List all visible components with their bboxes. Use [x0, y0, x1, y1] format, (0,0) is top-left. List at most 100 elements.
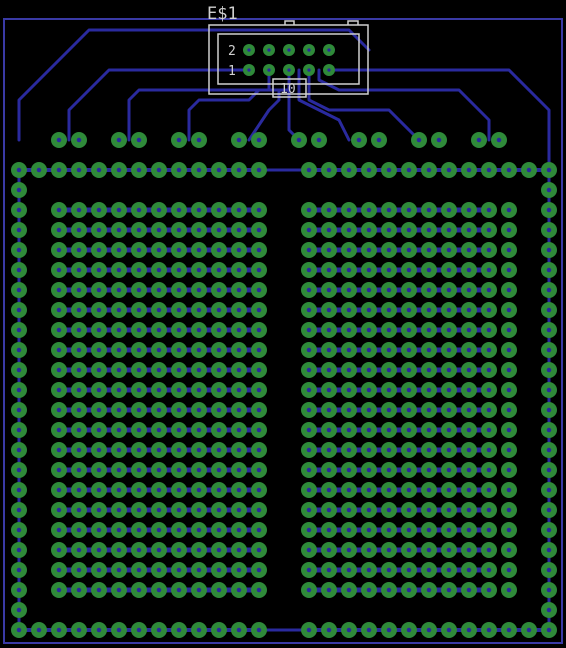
- right-grid-pad: [401, 282, 417, 298]
- left-grid-pad: [151, 582, 167, 598]
- left-grid-pad: [131, 482, 147, 498]
- header-pin-top: [323, 44, 335, 56]
- left-grid-pad: [231, 462, 247, 478]
- left-grid-pad: [111, 542, 127, 558]
- left-grid-pad: [91, 422, 107, 438]
- left-grid-pad: [211, 302, 227, 318]
- pin10-marker-box: [272, 78, 307, 98]
- left-grid-pad: [91, 442, 107, 458]
- left-grid-pad: [131, 562, 147, 578]
- right-grid-pad: [481, 222, 497, 238]
- left-grid-pad: [171, 222, 187, 238]
- right-grid-pad: [461, 322, 477, 338]
- fanout-trace-5: [247, 88, 281, 142]
- left-grid-pad: [251, 362, 267, 378]
- right-grid-pad: [301, 422, 317, 438]
- left-grid-pad: [171, 282, 187, 298]
- bottom-rail-pad: [541, 622, 557, 638]
- right-grid-pad: [441, 542, 457, 558]
- right-grid-pad: [341, 202, 357, 218]
- left-grid-pad: [191, 402, 207, 418]
- right-grid-pad: [441, 502, 457, 518]
- right-grid-pad: [441, 482, 457, 498]
- breakout-pad: [71, 132, 87, 148]
- left-grid-pad: [131, 342, 147, 358]
- right-grid-pad: [361, 482, 377, 498]
- left-rail-pad: [11, 182, 27, 198]
- left-grid-pad: [251, 202, 267, 218]
- left-grid-pad: [131, 322, 147, 338]
- right-grid-pad: [461, 542, 477, 558]
- right-grid-pad: [341, 242, 357, 258]
- top-rail-pad: [461, 162, 477, 178]
- right-grid-pad: [461, 402, 477, 418]
- right-grid-pad: [381, 502, 397, 518]
- bottom-rail-pad: [111, 622, 127, 638]
- right-grid-pad: [381, 222, 397, 238]
- left-grid-pad: [211, 262, 227, 278]
- bottom-rail-pad: [231, 622, 247, 638]
- left-grid-pad: [131, 502, 147, 518]
- left-grid-pad: [251, 342, 267, 358]
- right-grid-pad: [301, 302, 317, 318]
- left-grid-pad: [51, 442, 67, 458]
- left-grid-pad: [51, 382, 67, 398]
- left-grid-pad: [211, 342, 227, 358]
- left-grid-pad: [251, 582, 267, 598]
- right-grid-pad: [381, 462, 397, 478]
- left-grid-pad: [151, 522, 167, 538]
- left-grid-pad: [131, 462, 147, 478]
- right-grid-pad: [301, 562, 317, 578]
- left-grid-pad: [171, 382, 187, 398]
- right-grid-pad: [441, 342, 457, 358]
- left-grid-pad: [111, 282, 127, 298]
- right-grid-pad: [421, 522, 437, 538]
- right-grid-pad: [481, 462, 497, 478]
- right-grid-pad: [321, 222, 337, 238]
- left-grid-pad: [171, 242, 187, 258]
- right-rail-pad: [541, 222, 557, 238]
- top-rail-pad: [501, 162, 517, 178]
- copper-pads: [11, 44, 557, 638]
- right-grid-pad: [401, 462, 417, 478]
- right-rail-pad: [541, 382, 557, 398]
- right-grid-pad: [421, 502, 437, 518]
- left-grid-pad: [91, 342, 107, 358]
- left-rail-pad: [11, 562, 27, 578]
- right-grid-pad: [481, 562, 497, 578]
- top-rail-pad: [321, 162, 337, 178]
- left-grid-pad: [171, 482, 187, 498]
- left-grid-pad: [111, 402, 127, 418]
- right-grid-pad: [381, 582, 397, 598]
- left-grid-pad: [251, 442, 267, 458]
- right-grid-pad: [341, 322, 357, 338]
- left-grid-pad: [151, 322, 167, 338]
- left-grid-pad: [211, 422, 227, 438]
- right-grid-pad: [321, 462, 337, 478]
- header-pin-bottom: [243, 64, 255, 76]
- right-grid-pad: [501, 242, 517, 258]
- left-grid-pad: [111, 422, 127, 438]
- right-grid-pad: [501, 222, 517, 238]
- left-grid-pad: [251, 282, 267, 298]
- right-grid-pad: [341, 342, 357, 358]
- right-grid-pad: [501, 422, 517, 438]
- left-grid-pad: [91, 322, 107, 338]
- left-grid-pad: [91, 582, 107, 598]
- left-grid-pad: [151, 482, 167, 498]
- right-grid-pad: [421, 422, 437, 438]
- right-grid-pad: [381, 482, 397, 498]
- left-grid-pad: [251, 242, 267, 258]
- right-grid-pad: [321, 522, 337, 538]
- right-grid-pad: [461, 242, 477, 258]
- breakout-pad: [171, 132, 187, 148]
- breakout-pad: [131, 132, 147, 148]
- left-grid-pad: [71, 482, 87, 498]
- right-grid-pad: [501, 482, 517, 498]
- top-rail-pad: [301, 162, 317, 178]
- right-grid-pad: [441, 382, 457, 398]
- fanout-trace-10: [327, 68, 551, 172]
- right-grid-pad: [341, 382, 357, 398]
- right-grid-pad: [421, 542, 437, 558]
